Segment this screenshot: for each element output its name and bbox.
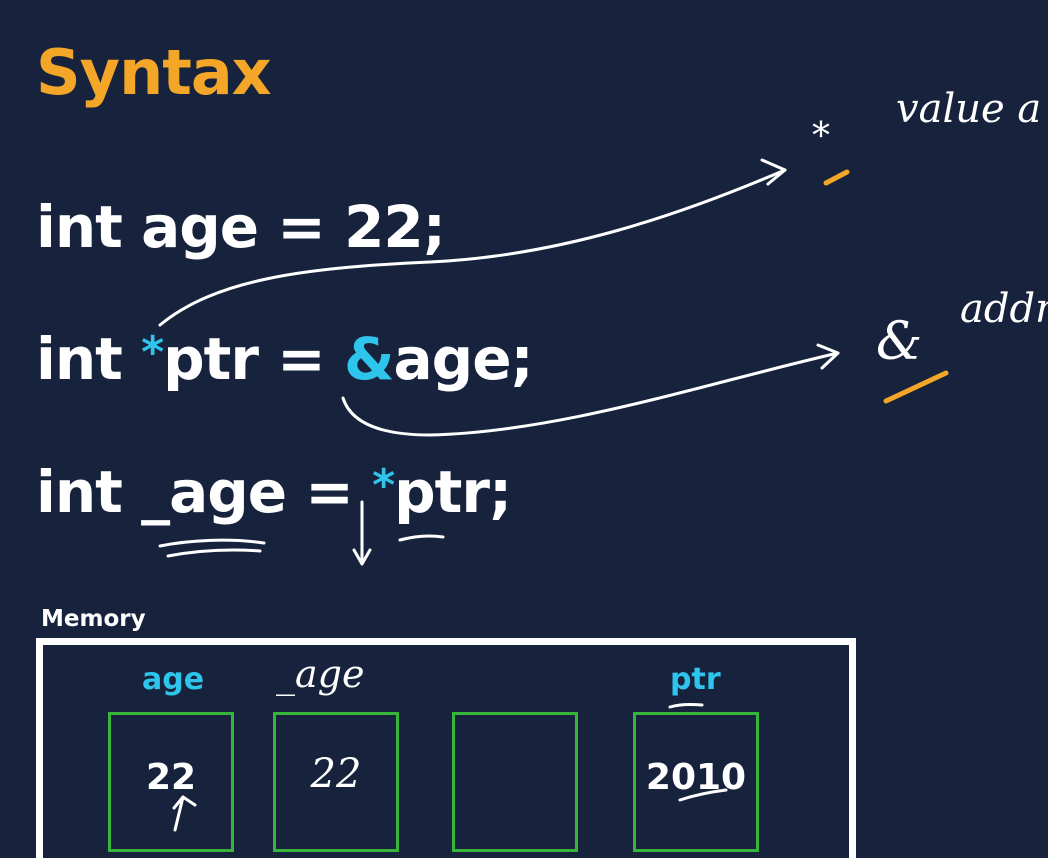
memory-cell-age: 22 [108,712,234,852]
code-line-2-prefix: int [36,325,142,393]
dereference-star: * [372,460,395,511]
annotation-amp-note: addr [960,286,1048,332]
memory-cell-empty [452,712,578,852]
orange-dash-star [823,169,850,186]
orange-dash-amp [883,370,949,404]
annotation-star-symbol: * [812,116,830,157]
var-label-age: age [142,662,205,697]
code-line-2: int *ptr = &age; [36,327,534,388]
memory-label: Memory [41,606,146,632]
code-line-2-suffix: age; [393,325,534,393]
underline-ptr [398,534,445,542]
pointer-star: * [141,327,164,378]
cell-value-age: 22 [145,757,197,798]
code-line-3-suffix: ptr; [394,458,512,526]
arrowhead-star-to-value [760,158,787,186]
slide-title: Syntax [36,36,272,109]
code-line-2-mid: ptr = [163,325,344,393]
address-ampersand: & [343,325,395,393]
memory-box [36,638,856,858]
memory-cell-ptr: 2010 [633,712,759,852]
cell-value-ptr: 2010 [645,757,747,798]
var-label-ptr: ptr [670,662,721,697]
cell-value-underscore-age: 22 [310,751,362,797]
annotation-amp-symbol: & [876,312,923,372]
memory-cell-underscore-age: 22 [273,712,399,852]
annotation-star-note: value a [896,86,1042,132]
var-label-underscore-age: _age [276,652,365,696]
code-line-3: int _age = *ptr; [36,460,512,521]
code-line-3-prefix: int _age = [36,458,373,526]
code-line-1: int age = 22; [36,193,446,261]
underline-age [158,538,266,558]
arrowhead-amp-to-address [816,343,840,370]
